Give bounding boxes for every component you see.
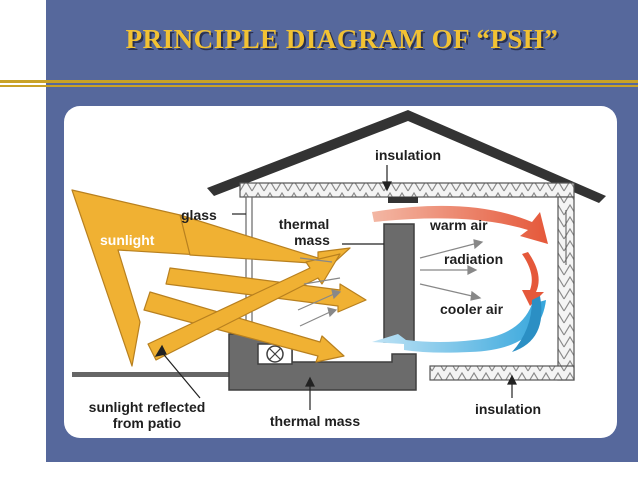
label-sunlight-reflected-2: from patio xyxy=(113,415,181,431)
cooler-air-arrow xyxy=(372,300,546,353)
patio-ground xyxy=(72,372,230,377)
label-radiation: radiation xyxy=(444,251,503,267)
label-thermal-mass-top-1: thermal xyxy=(279,216,330,232)
label-sunlight-reflected-1: sunlight reflected xyxy=(89,399,206,415)
warm-air-arrow xyxy=(372,205,548,244)
thermal-mass-wall xyxy=(383,223,415,343)
slide-title: PRINCIPLE DIAGRAM OF “PSH” xyxy=(125,24,559,54)
cooler-air-arrow-head xyxy=(512,296,542,352)
label-insulation-bottom: insulation xyxy=(475,401,541,417)
radiation-arrows xyxy=(297,239,484,327)
floor-insulation xyxy=(429,365,575,381)
label-sunlight: sunlight xyxy=(100,232,155,248)
label-glass: glass xyxy=(181,207,217,223)
label-thermal-mass-bottom: thermal mass xyxy=(270,413,360,429)
sunlight-beams xyxy=(71,189,367,367)
label-warm-air: warm air xyxy=(429,217,488,233)
label-cooler-air: cooler air xyxy=(440,301,504,317)
label-insulation-top: insulation xyxy=(375,147,441,163)
ceiling-insulation xyxy=(239,182,575,198)
sunlight-reflected-beam xyxy=(147,253,341,361)
label-leaders xyxy=(154,165,517,410)
title-divider-lower xyxy=(0,85,638,87)
circulation-arrow xyxy=(522,252,544,306)
title-divider-upper xyxy=(0,80,638,83)
sunlight-beam-lower xyxy=(143,291,345,363)
ceiling-vent xyxy=(388,197,418,203)
sunlight-beam-upper xyxy=(179,214,351,271)
label-thermal-mass-top-2: mass xyxy=(294,232,330,248)
